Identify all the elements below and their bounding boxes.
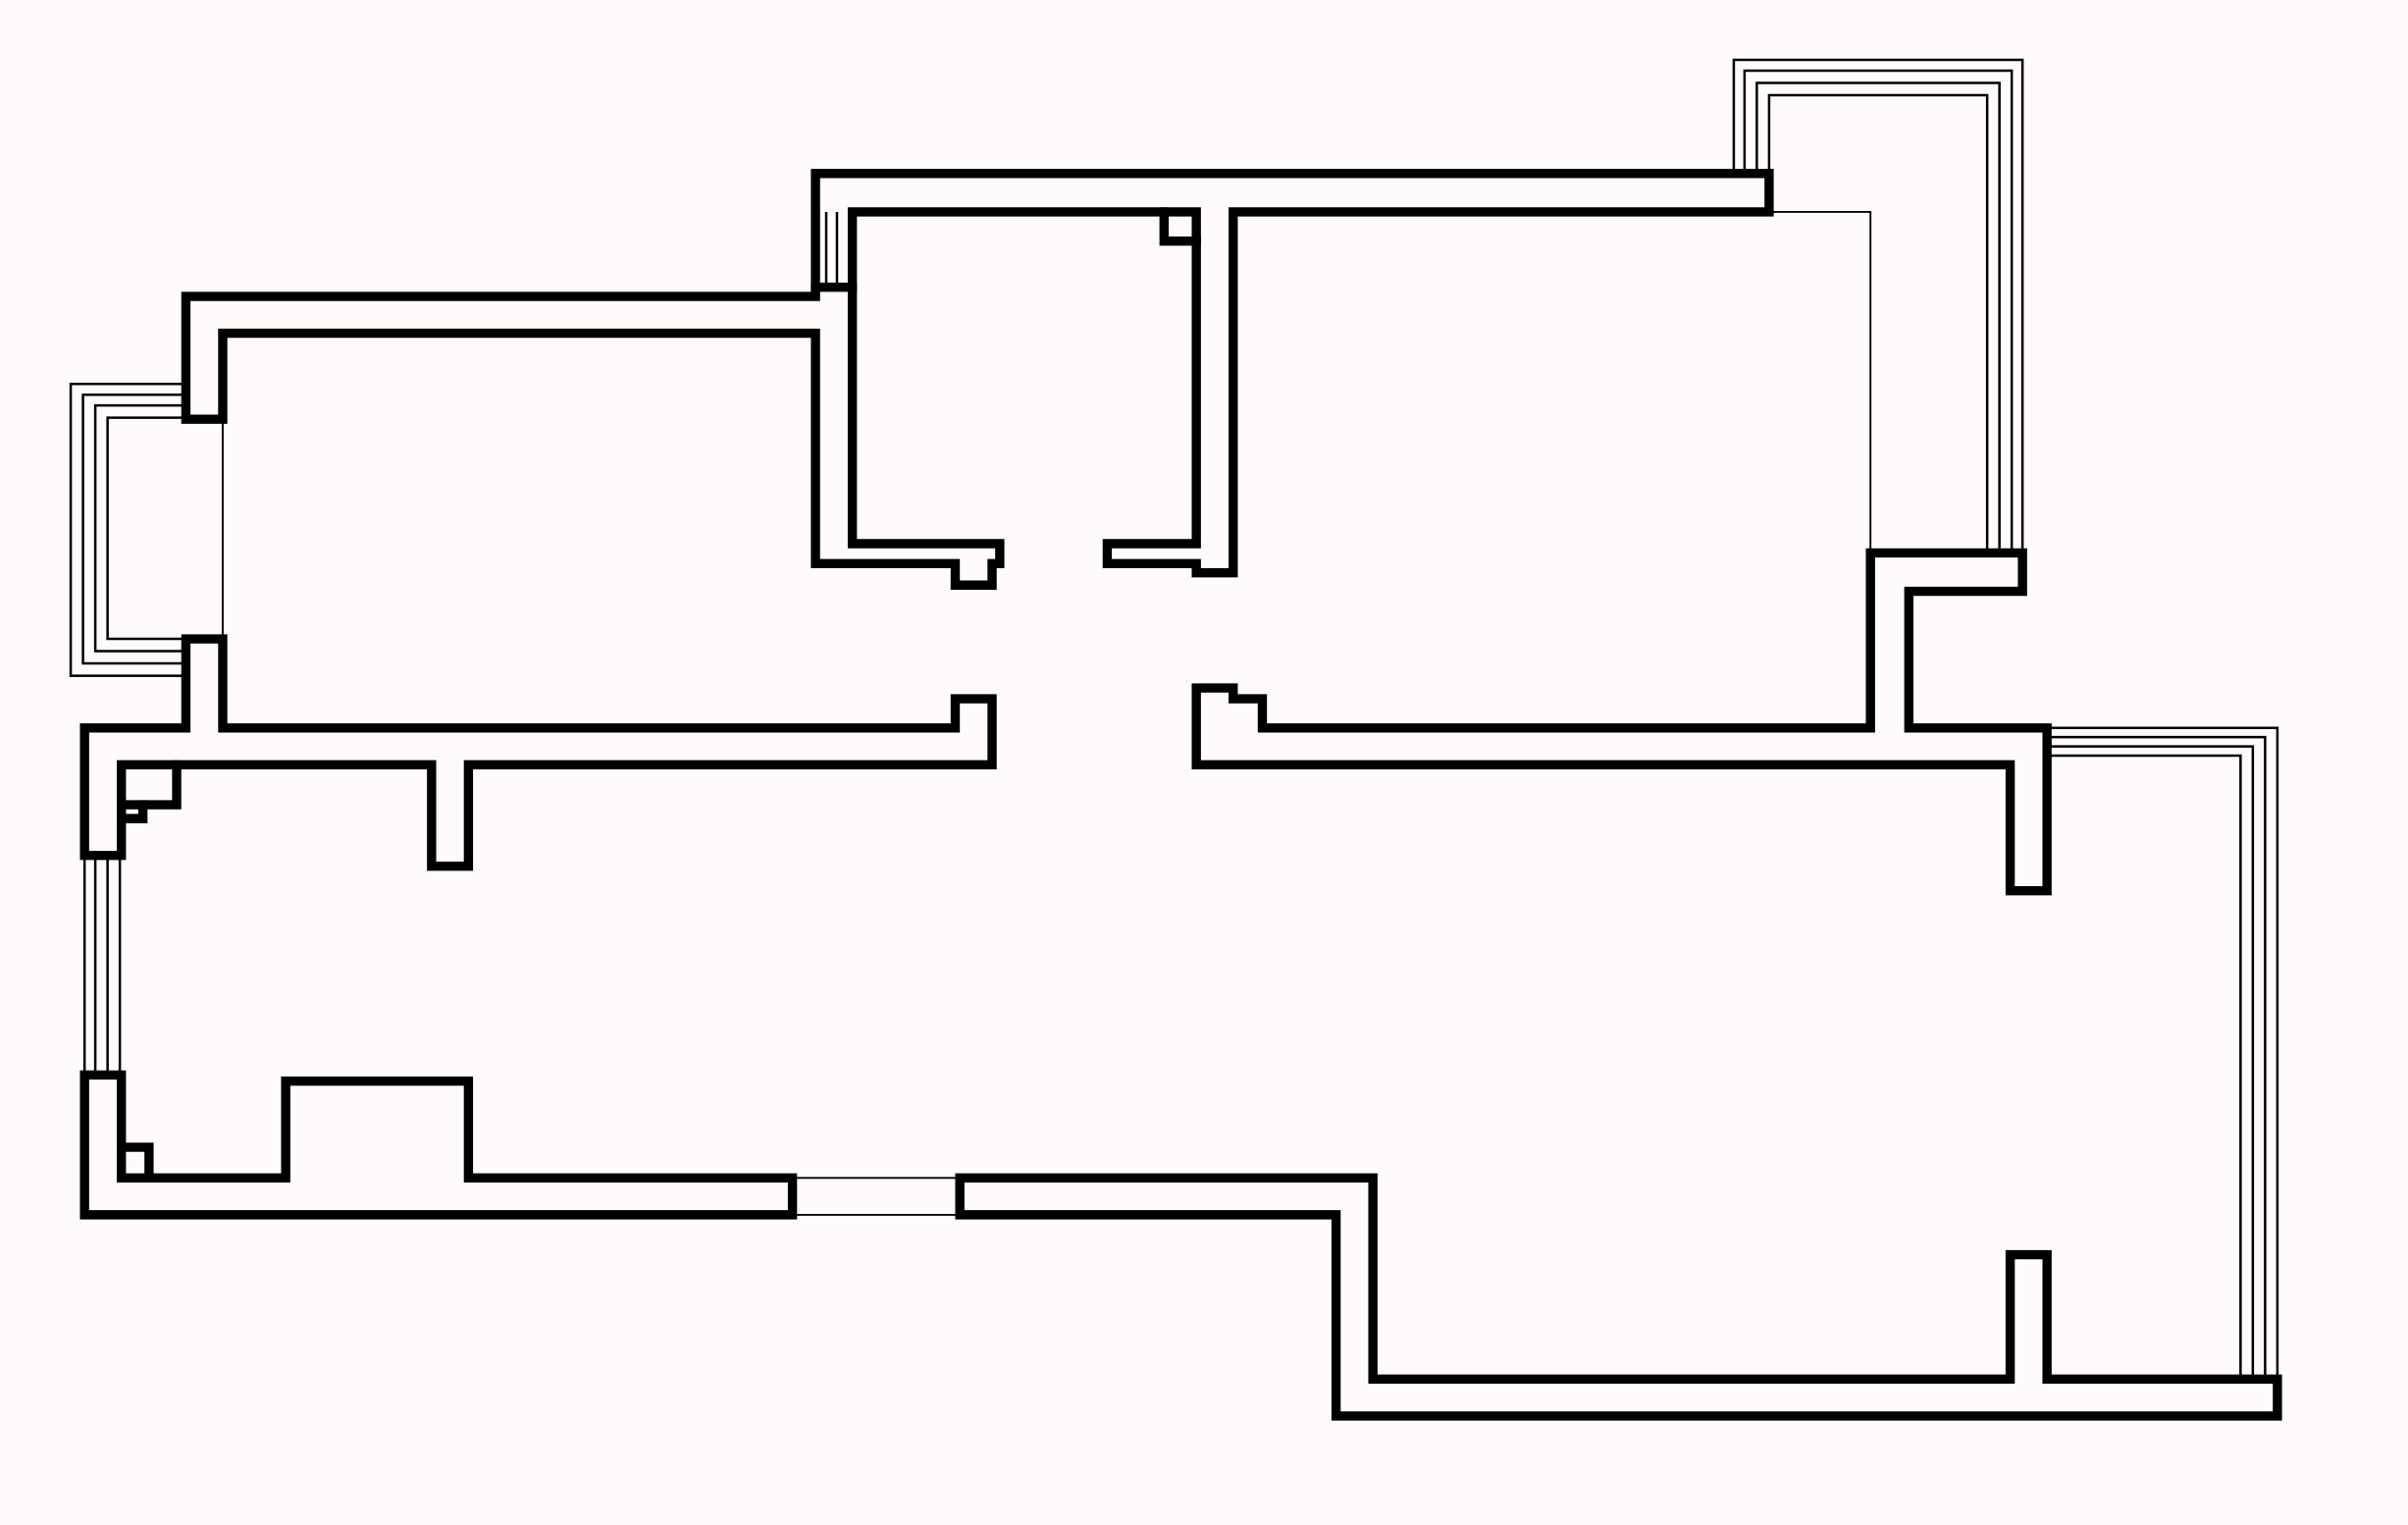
window-left-wall xyxy=(82,855,122,1076)
walls xyxy=(79,169,2282,1421)
balcony-top-right xyxy=(1732,58,2024,553)
entrance-door-opening xyxy=(792,1177,961,1216)
bay-window-left xyxy=(69,382,224,677)
window-top-middle xyxy=(813,211,851,288)
balcony-right xyxy=(2047,726,2279,1380)
